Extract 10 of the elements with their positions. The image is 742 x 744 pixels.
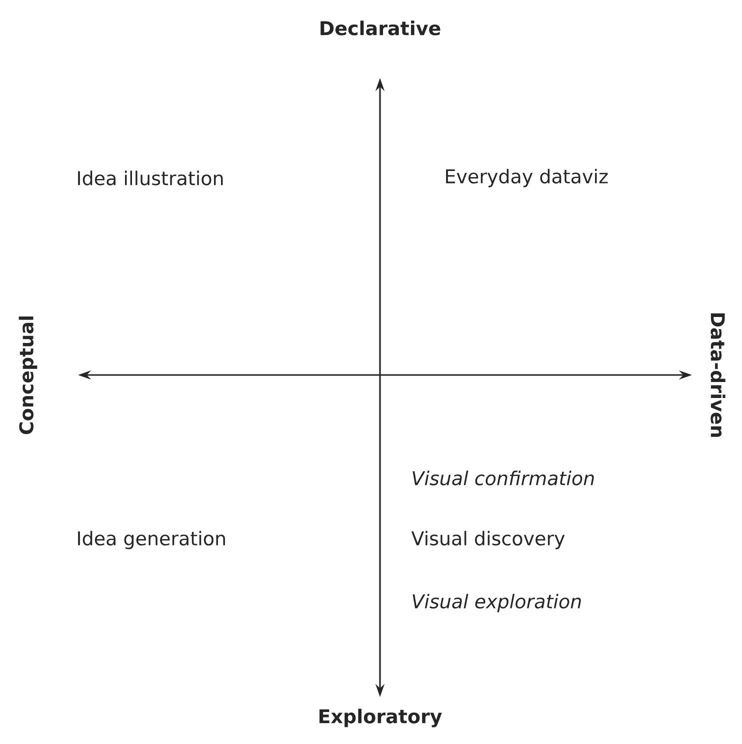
axis-label: Exploratory bbox=[320, 708, 442, 728]
axis-label: Conceptual bbox=[18, 316, 38, 434]
quadrant-label: Visual discovery bbox=[411, 530, 565, 550]
quadrant-label: Idea generation bbox=[78, 530, 225, 550]
axis-label: Data-driven bbox=[710, 313, 726, 437]
quadrant-label: Idea illustration bbox=[78, 170, 223, 186]
quadrant-label: Everyday dataviz bbox=[446, 168, 608, 188]
quadrant-label: Visual exploration bbox=[412, 594, 581, 612]
quadrant-label: Visual confirmation bbox=[412, 470, 594, 486]
axis-label: Declarative bbox=[320, 20, 440, 36]
